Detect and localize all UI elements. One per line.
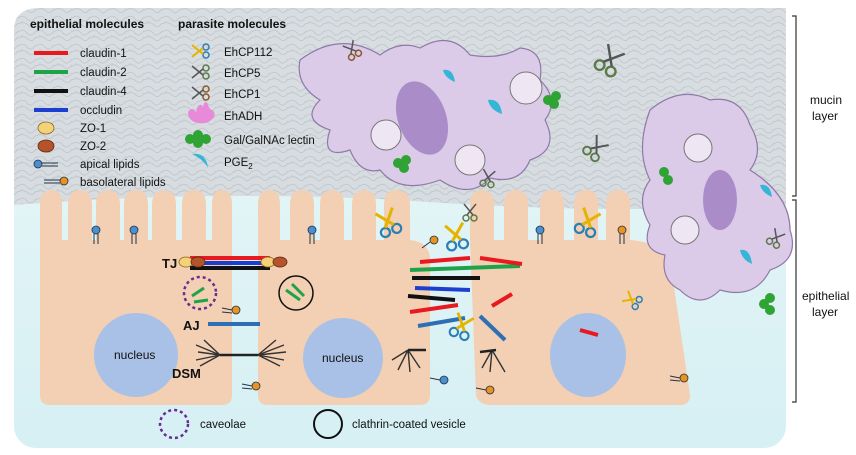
hand-icon <box>188 102 215 124</box>
epithelial-layer-label-1: epithelial <box>802 289 849 303</box>
scattered-proteases <box>342 39 786 342</box>
lectin-icon <box>393 155 411 173</box>
legend-ehcp112: EhCP112 <box>224 47 272 59</box>
lipid-icon <box>221 305 241 315</box>
legend-ehcp5: EhCP5 <box>224 68 260 80</box>
legend-pge2: PGE2 <box>224 157 253 171</box>
caveolae-label: caveolae <box>200 419 246 431</box>
scissors-icon <box>191 43 210 59</box>
scissors-icon <box>593 43 626 78</box>
scissors-icon <box>462 203 478 222</box>
desmosome: DSM <box>172 339 287 381</box>
legend-claudin-4: claudin-4 <box>80 86 127 98</box>
zo-2-protein <box>190 256 206 268</box>
lipid-icon <box>535 225 545 244</box>
epithelial-cell-3 <box>470 190 690 405</box>
legend-claudin-2: claudin-2 <box>80 67 127 79</box>
scissors-icon <box>479 168 496 189</box>
scissors-icon <box>765 227 786 249</box>
legend-ehcp1: EhCP1 <box>224 89 260 101</box>
lectin-icon <box>659 167 673 185</box>
nuclei: nucleus nucleus <box>94 313 626 398</box>
epithelial-cells <box>40 190 690 405</box>
caveolae-icon <box>158 408 190 440</box>
amoeba-trophozoite-1 <box>298 39 552 191</box>
nucleus-label-1: nucleus <box>114 348 155 362</box>
legend-parasite-title: parasite molecules <box>178 17 286 31</box>
legend-occludin: occludin <box>80 105 122 117</box>
scissors-icon <box>374 207 403 239</box>
aj-label: AJ <box>183 318 200 333</box>
tj-label: TJ <box>162 256 177 271</box>
legend-apical-lipids: apical lipids <box>80 159 140 171</box>
legend-basolateral-lipids: basolateral lipids <box>80 177 166 189</box>
clathrin-vesicle-icon <box>313 409 343 439</box>
caveola-vesicle-1 <box>182 275 218 311</box>
lipid-icon <box>91 225 101 244</box>
legend-zo-1: ZO-1 <box>80 123 106 135</box>
adherens-junction: AJ <box>183 318 260 333</box>
lipid-icon <box>241 381 261 391</box>
lipid-icon <box>421 235 439 249</box>
clathrin-vesicle-1 <box>278 275 314 311</box>
mucin-layer-label-2: layer <box>812 109 838 123</box>
scissors-icon <box>191 64 210 80</box>
layer-brackets: mucin layer epithelial layer <box>792 15 849 403</box>
legend-epithelial: epithelial molecules claudin-1 claudin-2… <box>30 17 166 189</box>
scissors-icon <box>448 312 475 342</box>
legend-ehadh: EhADH <box>224 111 262 123</box>
scissors-icon <box>342 39 363 61</box>
clathrin-label: clathrin-coated vesicle <box>352 419 466 431</box>
legend-claudin-1: claudin-1 <box>80 48 127 60</box>
scissors-icon <box>573 207 602 239</box>
crescent-icon <box>192 153 208 168</box>
epithelial-layer-label-2: layer <box>812 305 838 319</box>
tight-junction: TJ <box>162 256 288 271</box>
scissors-icon <box>191 85 210 101</box>
legend-epithelial-title: epithelial molecules <box>30 17 144 31</box>
zo-2-protein <box>272 256 288 268</box>
mucin-layer-label-1: mucin <box>810 93 842 107</box>
scissors-icon <box>621 290 643 311</box>
basolateral-lipid-icon <box>44 176 69 186</box>
membrane-lipids <box>91 225 689 395</box>
legend-gal-lectin: Gal/GalNAc lectin <box>224 135 315 147</box>
nucleus-1 <box>94 313 178 397</box>
epithelial-cell-2 <box>258 190 430 405</box>
legend-parasite: parasite molecules EhCP112 EhCP5 EhCP1 E… <box>178 17 315 171</box>
lipid-icon <box>475 385 495 395</box>
nucleus-label-2: nucleus <box>322 351 363 365</box>
amoeba-trophozoite-2 <box>641 93 794 301</box>
scissors-icon <box>444 221 470 252</box>
lipid-icon <box>429 375 449 385</box>
lectin-icon <box>543 91 561 109</box>
disrupted-junction-fragments <box>391 256 599 373</box>
nucleus-2 <box>303 318 383 398</box>
gal-lectin-clusters <box>393 91 775 315</box>
lipid-icon <box>669 373 689 383</box>
lectin-icon <box>759 293 775 315</box>
apical-lipid-icon <box>33 159 58 169</box>
lipid-icon <box>129 225 139 244</box>
epithelial-cell-1 <box>40 190 232 405</box>
vesicle-legend: caveolae clathrin-coated vesicle <box>158 408 466 440</box>
scissors-icon <box>582 135 609 163</box>
nucleus-3 <box>550 313 626 397</box>
lectin-icon <box>185 130 211 148</box>
legend-zo-2: ZO-2 <box>80 141 106 153</box>
lipid-icon <box>617 225 627 244</box>
lipid-icon <box>307 225 317 244</box>
dsm-label: DSM <box>172 366 201 381</box>
